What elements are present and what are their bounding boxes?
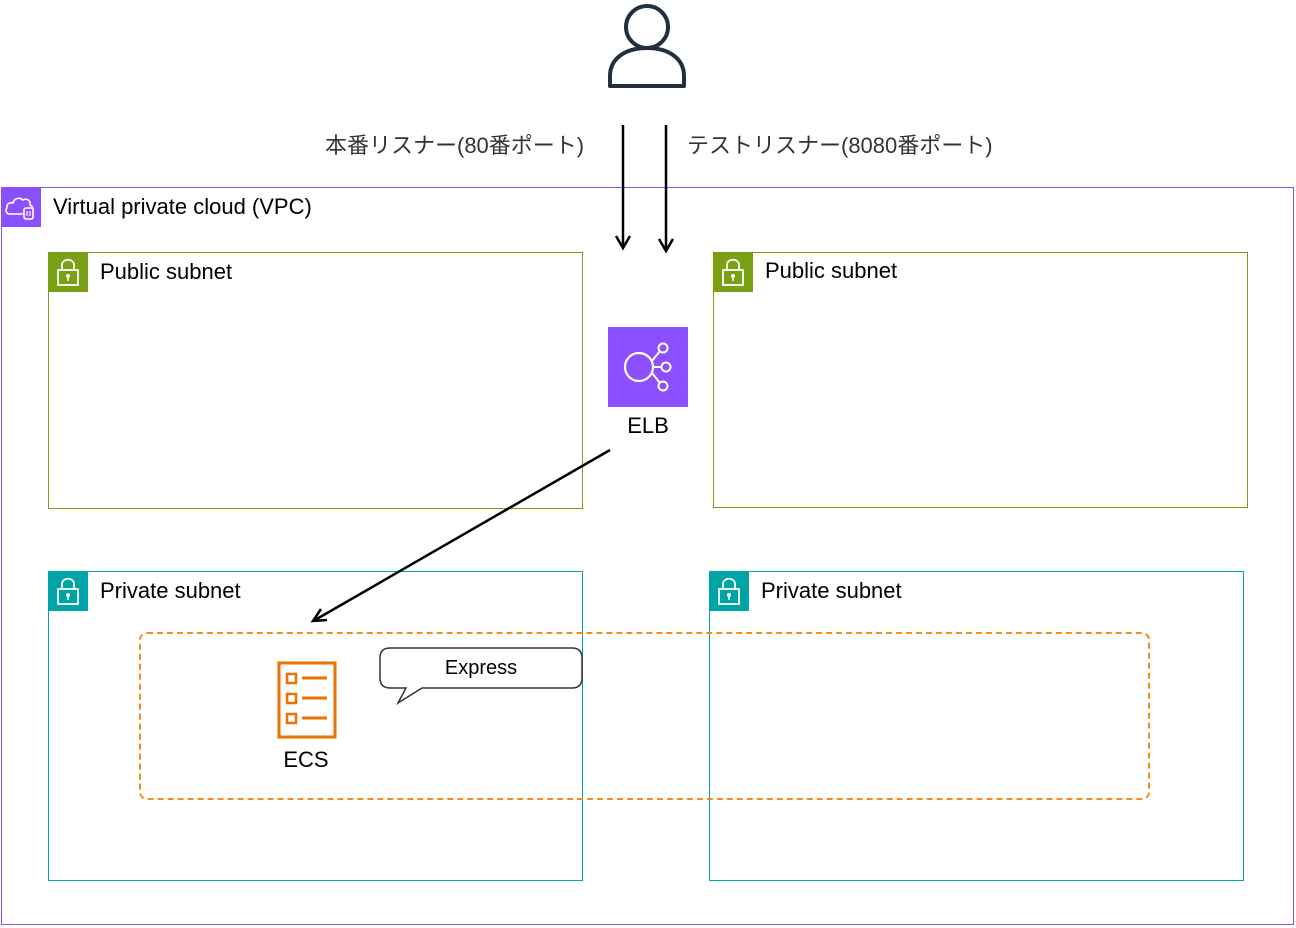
test-listener-arrow	[657, 125, 675, 254]
public-subnet-right	[713, 252, 1248, 508]
production-listener-label: 本番リスナー(80番ポート)	[325, 133, 585, 158]
public-subnet-left	[48, 252, 583, 509]
lock-icon	[48, 252, 88, 292]
vpc-label: Virtual private cloud (VPC)	[53, 194, 312, 219]
load-balancer-icon	[608, 327, 688, 407]
production-listener-arrow	[614, 125, 632, 251]
private-subnet-left	[48, 571, 583, 881]
private-subnet-left-label: Private subnet	[100, 578, 241, 603]
lock-icon	[48, 571, 88, 611]
private-subnet-right-label: Private subnet	[761, 578, 902, 603]
public-subnet-right-label: Public subnet	[765, 258, 898, 283]
lock-icon	[713, 252, 753, 292]
ecs-label: ECS	[283, 747, 329, 772]
elb-label: ELB	[627, 413, 669, 438]
user-icon	[608, 4, 686, 88]
callout-text: Express	[444, 657, 518, 679]
vpc-cloud-icon	[1, 187, 41, 227]
test-listener-label: テストリスナー(8080番ポート)	[687, 133, 993, 158]
public-subnet-left-label: Public subnet	[100, 259, 233, 284]
ecs-service-group	[139, 632, 1150, 800]
ecs-task-icon	[277, 661, 337, 739]
private-subnet-right	[709, 571, 1244, 881]
speech-bubble	[379, 647, 583, 706]
lock-icon	[709, 571, 749, 611]
vpc-container	[1, 187, 1294, 925]
elb-to-ecs-arrow	[310, 448, 611, 623]
